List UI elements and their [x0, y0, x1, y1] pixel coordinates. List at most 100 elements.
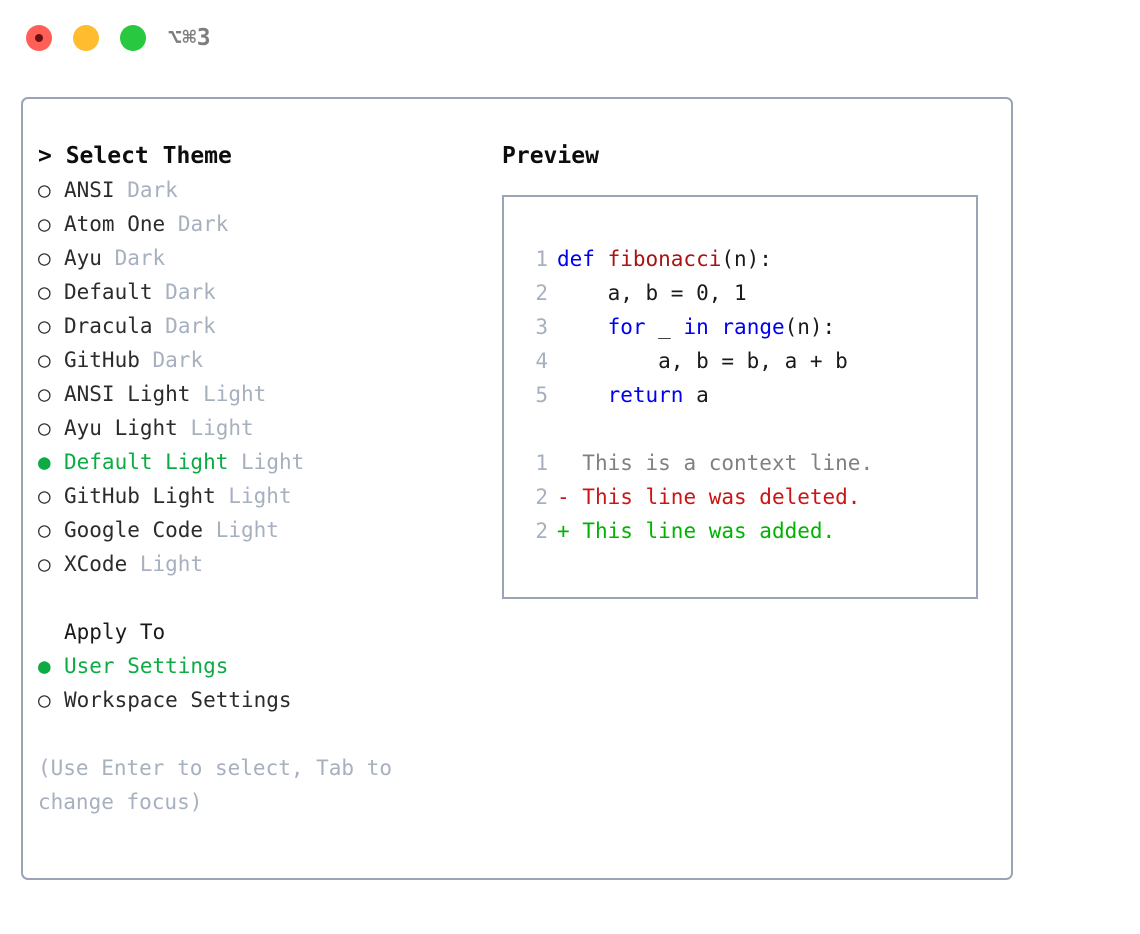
theme-option-github[interactable]: ○ GitHub Dark	[38, 343, 488, 377]
theme-option-ansi-light[interactable]: ○ANSI Light Light	[38, 377, 488, 411]
code-line: 3 for _ in range(n):	[518, 310, 970, 344]
name-category-gap	[228, 450, 241, 474]
theme-option-github-light[interactable]: ○ GitHub Light Light	[38, 479, 488, 513]
apply-to-option-name: User Settings	[64, 654, 229, 678]
theme-option-name: Atom One	[64, 212, 166, 236]
apply-to-option-workspace-settings[interactable]: ○ Workspace Settings	[38, 683, 488, 717]
code-token-pl	[557, 315, 608, 339]
theme-option-category: Dark	[165, 280, 216, 304]
theme-option-category: Light	[203, 382, 267, 406]
radio-unselected-icon: ○	[38, 688, 51, 712]
radio-selected-icon: ●	[38, 450, 51, 474]
theme-option-ayu-light[interactable]: ○Ayu Light Light	[38, 411, 488, 445]
name-category-gap	[140, 348, 153, 372]
diff-line-number: 1	[535, 451, 548, 475]
diff-text: This line was deleted.	[582, 485, 861, 509]
radio-selected-icon: ●	[38, 654, 51, 678]
radio-unselected-icon: ○	[38, 246, 51, 270]
theme-option-category: Light	[228, 484, 292, 508]
radio-unselected-icon: ○	[38, 484, 51, 508]
close-window-button[interactable]	[26, 25, 52, 51]
theme-list-column: > Select Theme ○ANSI Dark○Atom One Dark○…	[38, 139, 488, 819]
theme-option-default[interactable]: ○ Default Dark	[38, 275, 488, 309]
code-line: 2 a, b = 0, 1	[518, 276, 970, 310]
code-token-kw: in	[683, 315, 709, 339]
traffic-lights	[26, 25, 146, 51]
theme-option-category: Dark	[152, 348, 204, 372]
code-diff-separator	[518, 412, 970, 446]
name-category-gap	[127, 552, 140, 576]
name-category-gap	[178, 416, 191, 440]
apply-to-option-user-settings[interactable]: ● User Settings	[38, 649, 488, 683]
theme-option-name: GitHub Light	[64, 484, 216, 508]
apply-to-label: Apply To	[64, 620, 166, 644]
name-category-gap	[153, 314, 166, 338]
select-theme-header: > Select Theme	[38, 143, 232, 169]
name-category-gap	[115, 178, 128, 202]
theme-option-name: ANSI	[64, 178, 115, 202]
code-line-number: 1	[535, 247, 548, 271]
theme-option-category: Dark	[114, 246, 166, 270]
theme-option-default-light[interactable]: ●Default Light Light	[38, 445, 488, 479]
theme-option-name: Default	[64, 280, 153, 304]
code-token-pl: (n):	[721, 247, 772, 271]
code-line-number: 5	[535, 383, 548, 407]
theme-option-name: GitHub	[64, 348, 140, 372]
list-spacer	[38, 581, 488, 615]
diff-line-add: 2+ This line was added.	[518, 514, 970, 548]
theme-option-google-code[interactable]: ○Google Code Light	[38, 513, 488, 547]
code-line-number: 2	[535, 281, 548, 305]
name-category-gap	[102, 246, 115, 270]
radio-unselected-icon: ○	[38, 518, 51, 542]
theme-option-ayu[interactable]: ○Ayu Dark	[38, 241, 488, 275]
radio-unselected-icon: ○	[38, 552, 51, 576]
code-token-kw: for	[607, 315, 646, 339]
diff-sign: -	[557, 485, 583, 509]
theme-picker-panel: > Select Theme ○ANSI Dark○Atom One Dark○…	[21, 97, 1013, 880]
theme-option-name: Ayu Light	[64, 416, 178, 440]
theme-option-name: Dracula	[64, 314, 153, 338]
apply-to-option-name: Workspace Settings	[64, 688, 292, 712]
code-token-pl: a, b = 0, 1	[557, 281, 747, 305]
radio-unselected-icon: ○	[38, 348, 51, 372]
theme-option-category: Dark	[127, 178, 178, 202]
maximize-window-button[interactable]	[120, 25, 146, 51]
theme-option-ansi[interactable]: ○ANSI Dark	[38, 173, 488, 207]
name-category-gap	[165, 212, 178, 236]
radio-unselected-icon: ○	[38, 314, 51, 338]
radio-unselected-icon: ○	[38, 416, 51, 440]
name-category-gap	[203, 518, 216, 542]
theme-option-name: Default Light	[64, 450, 229, 474]
diff-text: This is a context line.	[582, 451, 874, 475]
diff-line-del: 2- This line was deleted.	[518, 480, 970, 514]
hint-spacer	[38, 717, 488, 751]
preview-title: Preview	[502, 143, 599, 169]
apply-to-header: Apply To	[38, 615, 488, 649]
minimize-window-button[interactable]	[73, 25, 99, 51]
theme-option-xcode[interactable]: ○XCode Light	[38, 547, 488, 581]
code-token-kw: return	[607, 383, 684, 407]
name-category-gap	[216, 484, 229, 508]
code-token-pl: (n):	[784, 315, 836, 339]
name-category-gap	[190, 382, 203, 406]
theme-option-atom-one[interactable]: ○ Atom One Dark	[38, 207, 488, 241]
radio-unselected-icon: ○	[38, 212, 51, 236]
code-token-pl	[557, 383, 608, 407]
code-token-pl	[709, 315, 722, 339]
diff-sign: +	[557, 519, 583, 543]
code-line: 5 return a	[518, 378, 970, 412]
code-line-number: 4	[535, 349, 548, 373]
theme-option-list: ○ANSI Dark○Atom One Dark○Ayu Dark○Defaul…	[38, 173, 488, 581]
theme-option-category: Dark	[177, 212, 229, 236]
title-bar: ⌥⌘3	[0, 0, 1140, 76]
radio-unselected-icon: ○	[38, 280, 51, 304]
name-category-gap	[153, 280, 166, 304]
diff-line-number: 2	[535, 519, 548, 543]
theme-option-dracula[interactable]: ○Dracula Dark	[38, 309, 488, 343]
